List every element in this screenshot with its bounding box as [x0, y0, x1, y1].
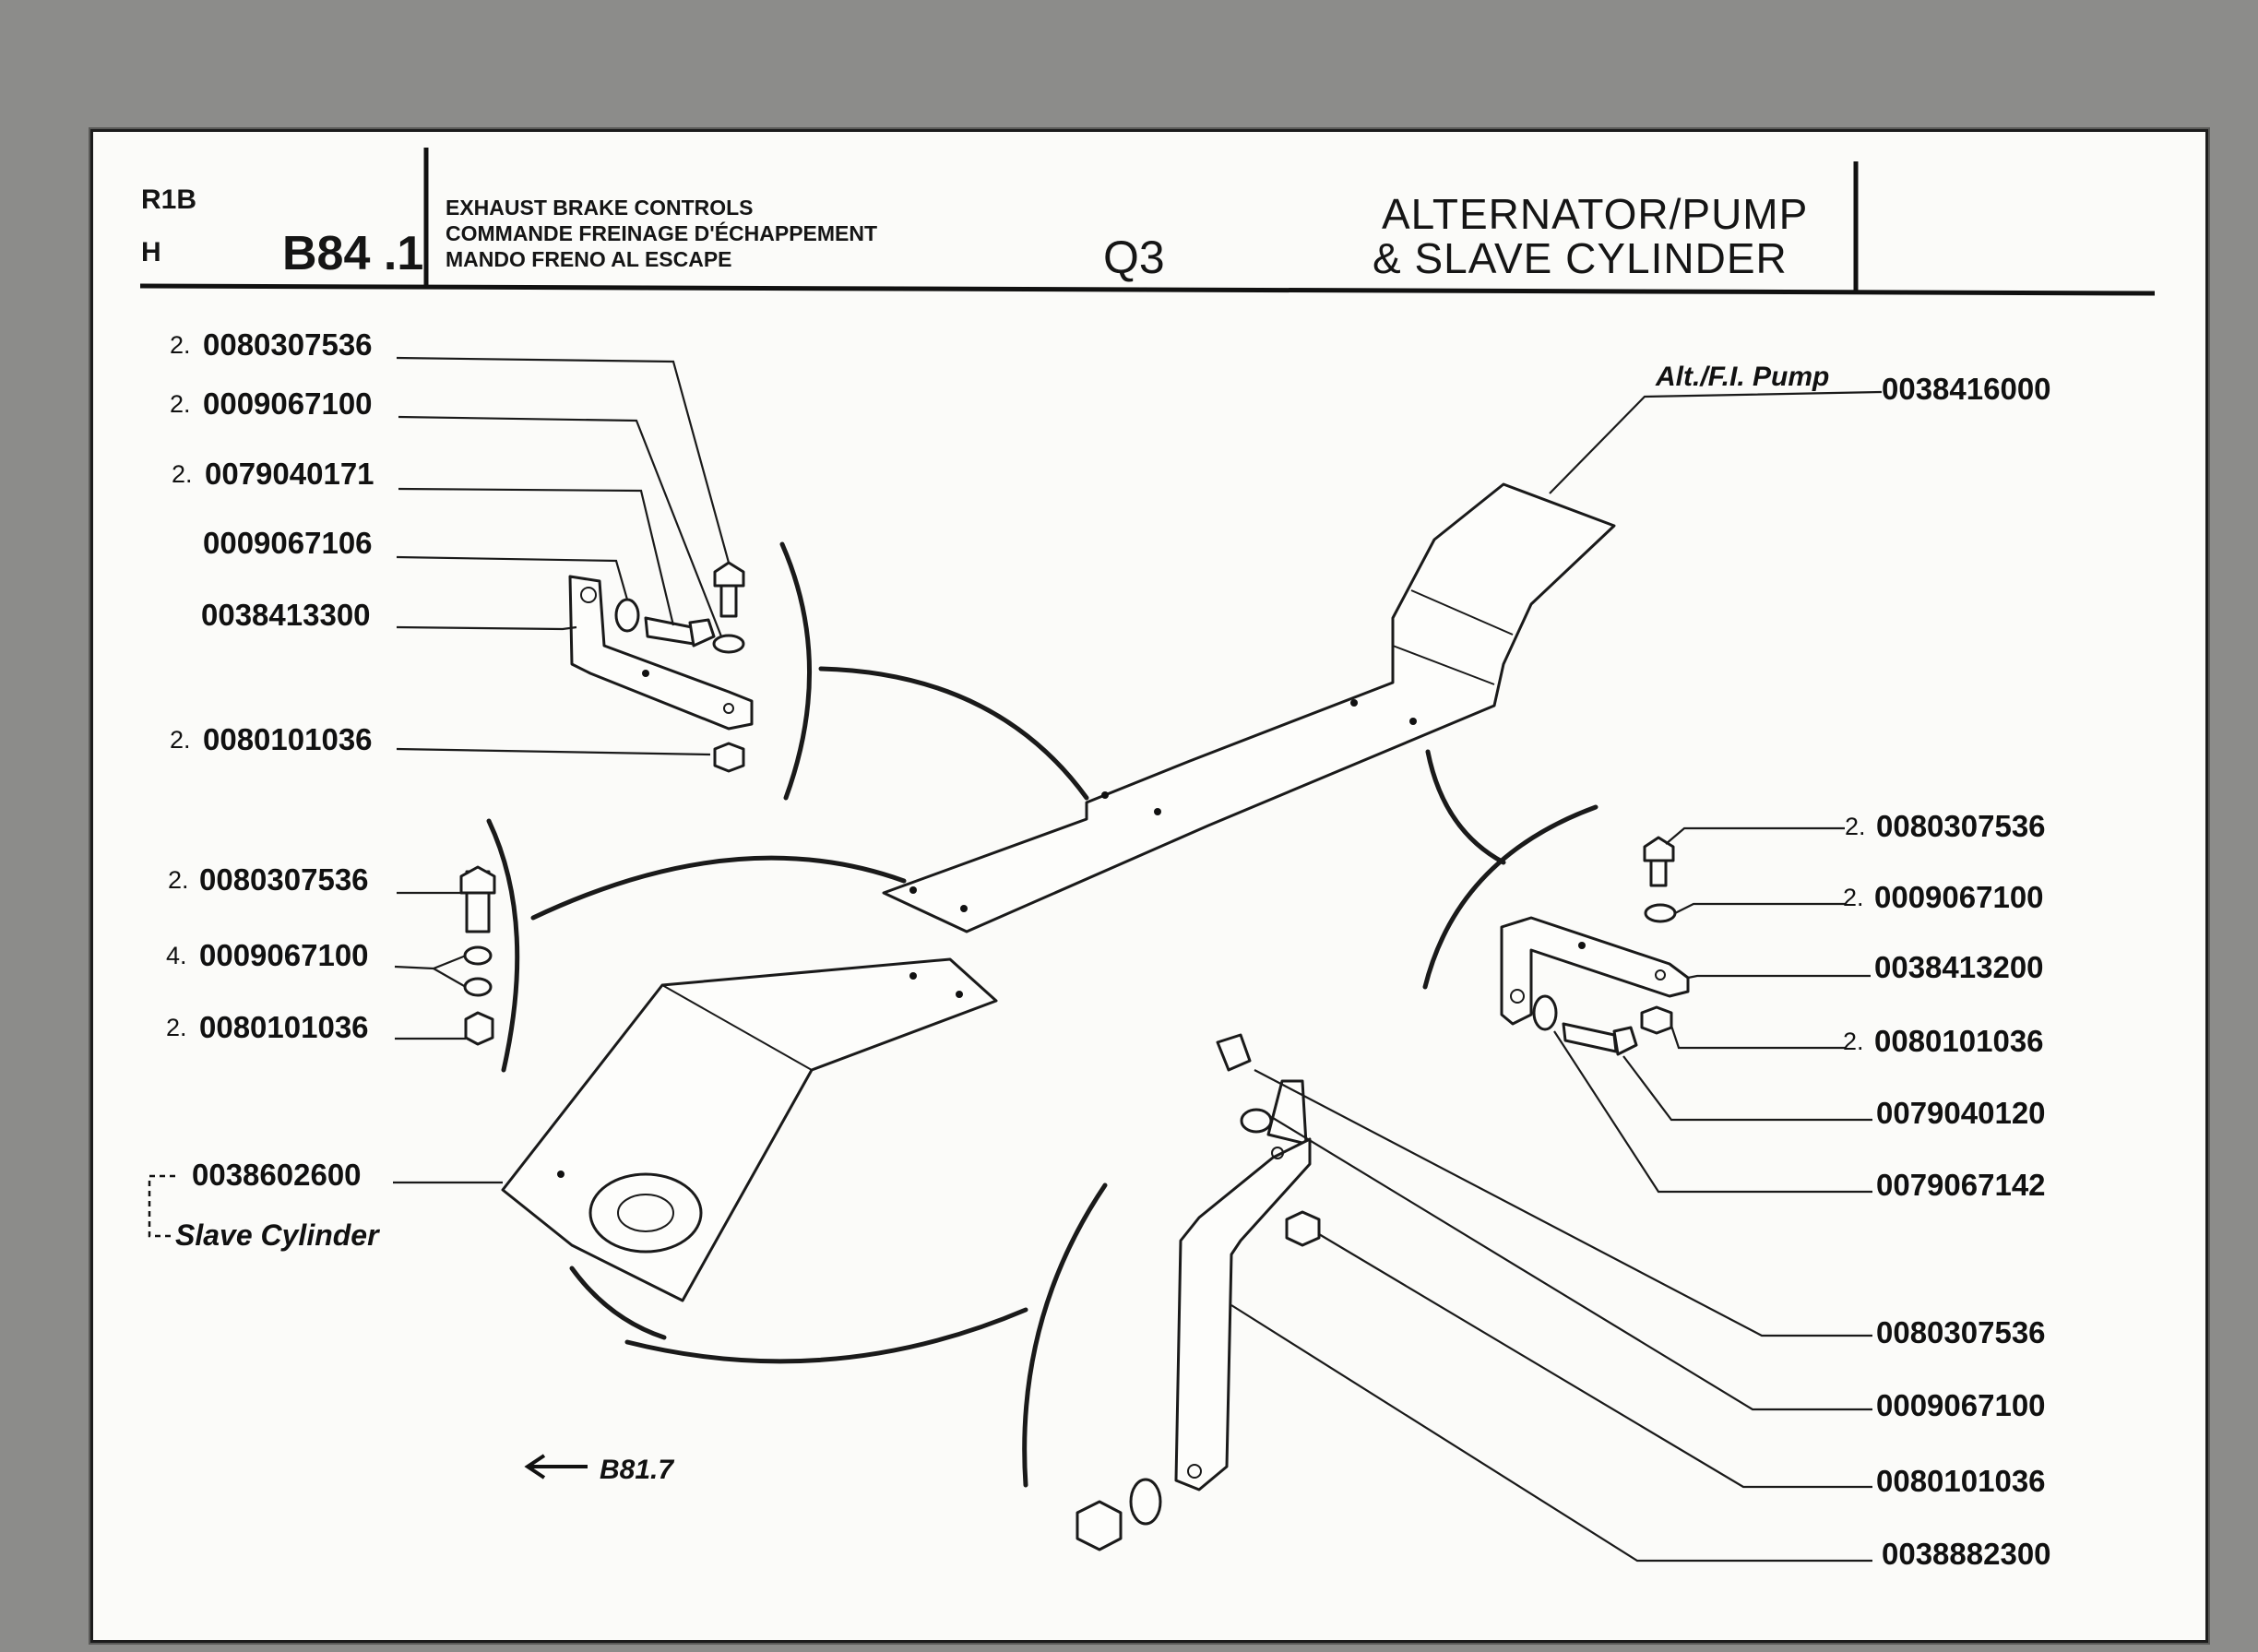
callout-part-number: 0038416000: [1882, 372, 2051, 406]
callout-part-number: 0080101036: [1874, 1024, 2044, 1058]
grouping-arcs: [486, 541, 1598, 1488]
callout-part-number: 0038882300: [1882, 1537, 2051, 1571]
callout-part-number: 0038602600: [192, 1158, 362, 1192]
parts-sheet: [90, 129, 2208, 1643]
bottom-link-drawing: [1076, 1033, 1321, 1551]
callout-part-number: 0080307536: [1876, 1315, 2046, 1349]
callout-qty: 2.: [1843, 884, 1864, 911]
title-french: COMMANDE FREINAGE D'ÉCHAPPEMENT: [446, 221, 878, 245]
callout-slave-cylinder: 0038602600 Slave Cylinder: [175, 1158, 380, 1252]
leader-lines: [148, 356, 1883, 1563]
callout-qty: 4.: [166, 942, 187, 969]
group-code: Q3: [1103, 232, 1165, 283]
callout-part-number: 0009067100: [1876, 1388, 2046, 1422]
callout-qty: 2.: [172, 460, 193, 488]
callout-qty: 2.: [1843, 1028, 1864, 1055]
callouts-left-top: 2. 0080307536 2. 0009067100 2. 007904017…: [170, 327, 374, 756]
callout-pump: Alt./F.I. Pump 0038416000: [1655, 362, 2051, 406]
sheet-reference: B84 .1: [282, 227, 424, 280]
callout-part-number: 0009067106: [203, 526, 373, 560]
cross-reference-label: B81.7: [600, 1455, 674, 1485]
callout-part-number: 0079067142: [1876, 1168, 2046, 1202]
header-rule: [139, 283, 2156, 296]
callout-qty: 2.: [170, 390, 191, 418]
callout-qty: 2.: [166, 1014, 187, 1041]
callout-part-number: 0080101036: [199, 1010, 369, 1044]
callout-part-number: 0038413200: [1874, 950, 2044, 984]
left-hardware-drawing: [459, 865, 496, 1046]
callouts-right-bottom: 0080307536 0009067100 0080101036 0038882…: [1876, 1315, 2051, 1571]
pump-label: Alt./F.I. Pump: [1655, 362, 1829, 392]
section-title-line1: ALTERNATOR/PUMP: [1382, 190, 1809, 238]
sheet-code-line2: H: [141, 237, 161, 267]
callout-part-number: 0080307536: [203, 327, 373, 362]
section-title-line2: & SLAVE CYLINDER: [1373, 234, 1788, 282]
slave-cylinder-bracket-drawing: [501, 957, 998, 1302]
title-italian: MANDO FRENO AL ESCAPE: [446, 247, 732, 271]
callout-part-number: 0009067100: [199, 938, 369, 972]
callout-qty: 2.: [170, 331, 191, 359]
title-english: EXHAUST BRAKE CONTROLS: [446, 196, 754, 220]
callout-part-number: 0080307536: [1876, 809, 2046, 843]
callout-part-number: 0009067100: [203, 386, 373, 421]
cross-reference: B81.7: [524, 1454, 674, 1485]
callout-part-number: 0079040120: [1876, 1096, 2046, 1130]
callouts-left-middle: 2. 0080307536 4. 0009067100 2. 008010103…: [166, 862, 369, 1044]
callout-qty: 2.: [170, 726, 191, 754]
callout-part-number: 0009067100: [1874, 880, 2044, 914]
callout-part-number: 0080101036: [203, 722, 373, 756]
callout-qty: 2.: [1845, 813, 1866, 840]
callout-part-number: 0079040171: [205, 457, 374, 491]
callout-part-number: 0080307536: [199, 862, 369, 897]
sheet-code-line1: R1B: [141, 184, 197, 215]
callout-part-number: 0038413300: [201, 598, 371, 632]
left-arrow-icon: [524, 1454, 588, 1480]
callout-qty: 2.: [168, 866, 189, 894]
left-angle-bracket-drawing: [568, 561, 754, 773]
callouts-right-middle: 2. 0080307536 2. 0009067100 0038413200 2…: [1843, 809, 2046, 1202]
pump-bracket-drawing: [882, 482, 1616, 933]
right-angle-bracket-drawing: [1500, 836, 1690, 1056]
callout-part-number: 0080101036: [1876, 1464, 2046, 1498]
slave-cylinder-label: Slave Cylinder: [175, 1218, 380, 1252]
